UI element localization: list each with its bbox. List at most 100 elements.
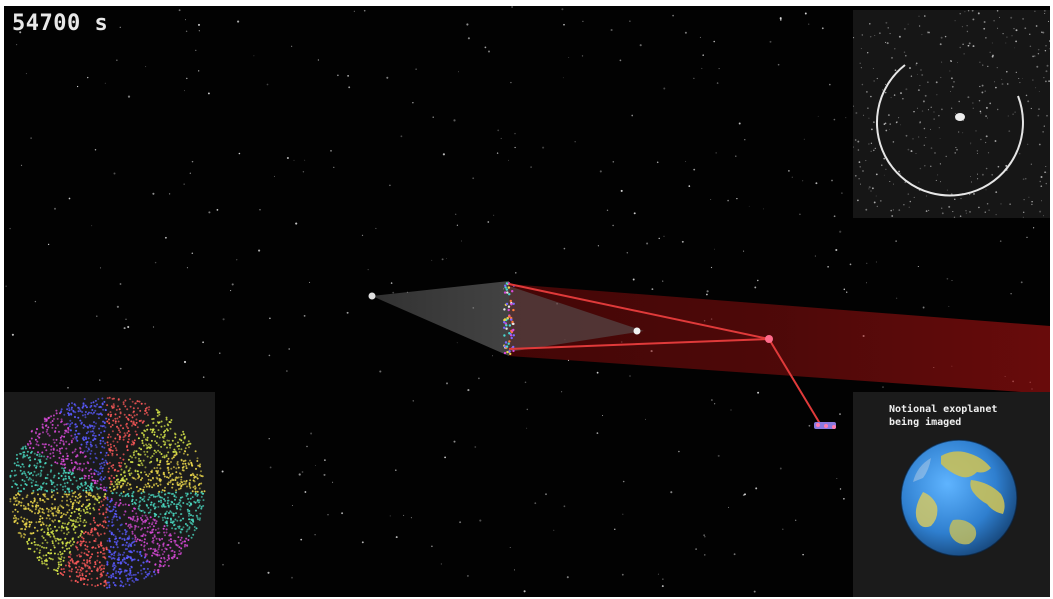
pattern-dot xyxy=(103,532,106,535)
pattern-dot xyxy=(153,569,156,571)
pattern-dot xyxy=(155,553,158,556)
pattern-dot xyxy=(50,469,53,472)
pattern-dot xyxy=(90,577,93,580)
pattern-dot xyxy=(98,561,101,564)
pattern-dot xyxy=(137,571,140,574)
pattern-dot xyxy=(66,547,68,550)
pattern-dot xyxy=(87,447,90,450)
pattern-dot xyxy=(198,518,201,521)
noise-dot xyxy=(1024,177,1027,180)
pattern-dot xyxy=(143,491,146,494)
pattern-dot xyxy=(120,479,123,482)
pattern-dot xyxy=(134,536,137,539)
pattern-dot xyxy=(108,396,111,399)
pattern-dot xyxy=(17,518,20,520)
pattern-dot xyxy=(154,440,157,443)
pattern-dot xyxy=(109,545,112,548)
star xyxy=(314,465,316,466)
noise-dot xyxy=(962,43,964,45)
pattern-dot xyxy=(168,439,170,442)
pattern-dot xyxy=(71,422,74,424)
noise-dot xyxy=(945,155,947,158)
pattern-dot xyxy=(42,536,45,539)
sail-dot xyxy=(505,327,508,330)
noise-dot xyxy=(907,23,909,25)
noise-dot xyxy=(965,212,967,214)
star xyxy=(346,311,349,314)
pattern-dot xyxy=(111,397,114,400)
pattern-dot xyxy=(158,531,161,534)
noise-dot xyxy=(957,62,958,63)
noise-dot xyxy=(967,10,970,12)
noise-dot xyxy=(941,212,944,215)
pattern-dot xyxy=(118,494,121,497)
pattern-dot xyxy=(45,554,48,557)
pattern-dot xyxy=(80,509,82,512)
pattern-dot xyxy=(166,446,168,449)
pattern-dot xyxy=(176,460,179,463)
pattern-dot xyxy=(30,472,33,474)
pattern-dot xyxy=(129,571,132,574)
pattern-dot xyxy=(43,512,46,515)
pattern-dot xyxy=(68,541,71,544)
pattern-dot xyxy=(108,461,111,464)
pattern-dot xyxy=(185,537,188,540)
pattern-dot xyxy=(74,499,77,502)
sail-dot xyxy=(510,303,513,306)
pattern-dot xyxy=(129,550,132,553)
noise-dot xyxy=(918,25,921,27)
pattern-dot xyxy=(170,556,173,559)
noise-dot xyxy=(883,174,885,176)
pattern-dot xyxy=(88,572,91,575)
pattern-dot xyxy=(120,562,123,565)
planet-caption: Notional exoplanet being imaged xyxy=(889,404,998,428)
pattern-dot xyxy=(82,503,85,506)
pattern-dot xyxy=(131,579,134,582)
pattern-dot xyxy=(21,527,23,530)
pattern-dot xyxy=(158,451,161,454)
pattern-dot xyxy=(46,477,49,480)
pattern-dot xyxy=(70,406,73,409)
sail-dot xyxy=(508,324,512,327)
star xyxy=(779,467,782,470)
pattern-dot xyxy=(154,528,157,531)
pattern-dot xyxy=(180,476,183,479)
pattern-dot xyxy=(100,500,103,503)
noise-dot xyxy=(937,174,939,176)
pattern-dot xyxy=(143,556,146,559)
pattern-dot xyxy=(132,573,135,576)
pattern-dot xyxy=(174,450,177,453)
pattern-dot xyxy=(110,574,113,577)
sail-dot xyxy=(512,345,515,349)
pattern-dot xyxy=(161,456,164,458)
pattern-dot xyxy=(130,566,133,569)
star xyxy=(410,517,412,519)
star xyxy=(347,75,349,77)
pattern-dot xyxy=(32,489,35,492)
star xyxy=(865,282,867,284)
star xyxy=(882,386,884,388)
pattern-dot xyxy=(102,549,105,552)
pattern-dot xyxy=(185,530,188,533)
pattern-dot xyxy=(61,552,64,555)
star xyxy=(777,63,780,66)
pattern-dot xyxy=(11,485,14,488)
pattern-dot xyxy=(108,530,111,533)
pattern-dot xyxy=(151,431,154,434)
star xyxy=(222,318,225,321)
pattern-dot xyxy=(71,561,74,564)
pattern-dot xyxy=(121,544,124,547)
pattern-dot xyxy=(168,557,170,560)
noise-dot xyxy=(1041,200,1042,202)
pattern-dot xyxy=(146,455,149,458)
pattern-dot xyxy=(133,450,136,453)
pattern-dot xyxy=(196,473,199,476)
star xyxy=(695,548,697,550)
pattern-dot xyxy=(67,493,70,496)
star xyxy=(839,230,842,233)
pattern-dot xyxy=(143,538,146,541)
star xyxy=(757,391,760,394)
star xyxy=(183,360,187,364)
pattern-dot xyxy=(153,552,156,555)
star xyxy=(222,563,224,566)
